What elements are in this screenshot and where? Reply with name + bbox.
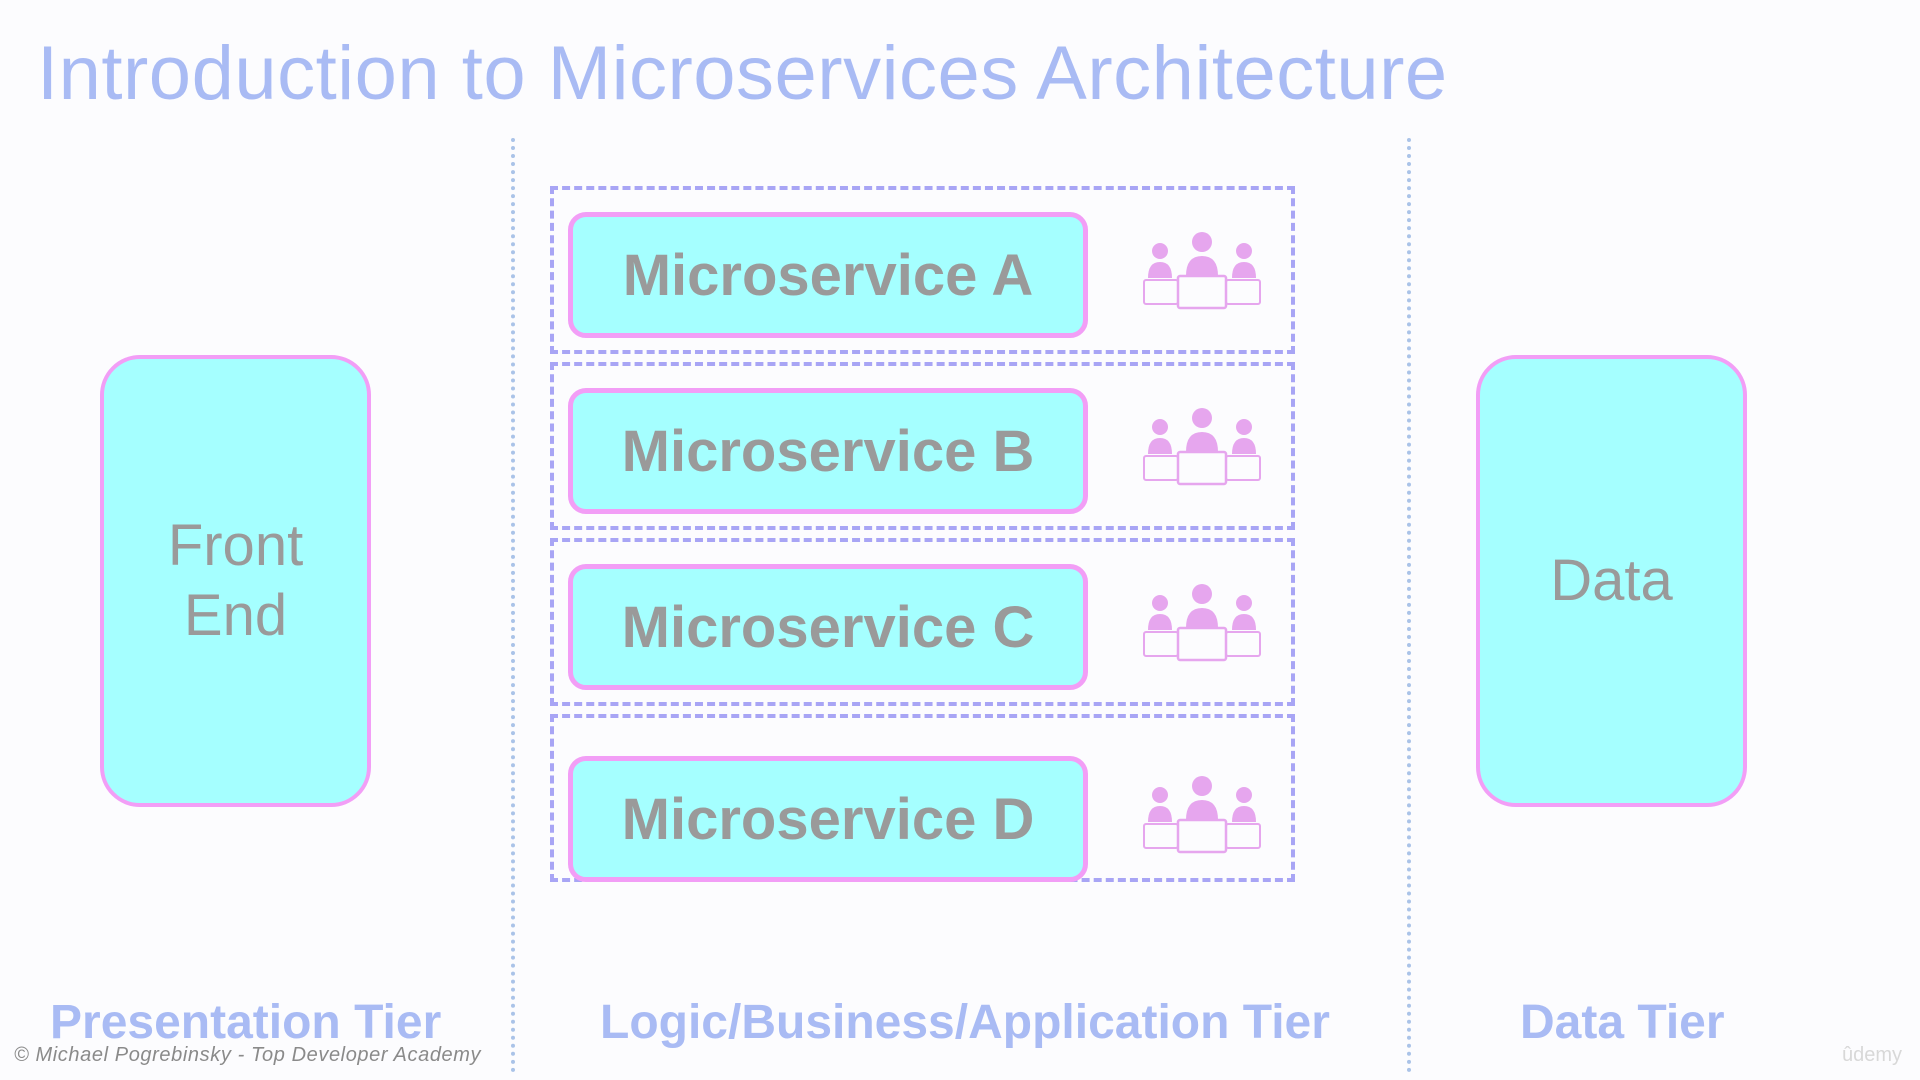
- team-icon: [1143, 776, 1261, 854]
- udemy-watermark: ûdemy: [1842, 1044, 1903, 1066]
- team-icon: [1143, 232, 1261, 310]
- microservice-team-group: Microservice D: [550, 714, 1295, 882]
- microservice-box: Microservice D: [568, 756, 1088, 882]
- data-tier-label: Data Tier: [1520, 996, 1725, 1049]
- microservice-label: Microservice A: [622, 242, 1034, 308]
- tier-divider-right: [1407, 138, 1411, 1073]
- microservice-box: Microservice B: [568, 388, 1088, 514]
- data-box-label: Data: [1550, 548, 1673, 613]
- data-box: Data: [1476, 355, 1747, 807]
- logic-tier-label: Logic/Business/Application Tier: [600, 996, 1330, 1049]
- team-icon: [1143, 584, 1261, 662]
- microservice-team-group: Microservice A: [550, 186, 1295, 354]
- presentation-tier-label: Presentation Tier: [50, 996, 442, 1049]
- microservice-label: Microservice C: [621, 594, 1035, 660]
- microservice-box: Microservice C: [568, 564, 1088, 690]
- tier-divider-left: [511, 138, 515, 1073]
- microservice-box: Microservice A: [568, 212, 1088, 338]
- microservice-team-group: Microservice C: [550, 538, 1295, 706]
- page-title: Introduction to Microservices Architectu…: [37, 31, 1448, 116]
- front-end-label-line1: Front: [167, 513, 304, 578]
- front-end-label-line2: End: [183, 583, 288, 648]
- microservice-label: Microservice D: [621, 786, 1035, 852]
- microservice-team-group: Microservice B: [550, 362, 1295, 530]
- team-icon: [1143, 408, 1261, 486]
- copyright-notice: © Michael Pogrebinsky - Top Developer Ac…: [14, 1044, 482, 1066]
- microservice-label: Microservice B: [621, 418, 1035, 484]
- front-end-box: Front End: [100, 355, 371, 807]
